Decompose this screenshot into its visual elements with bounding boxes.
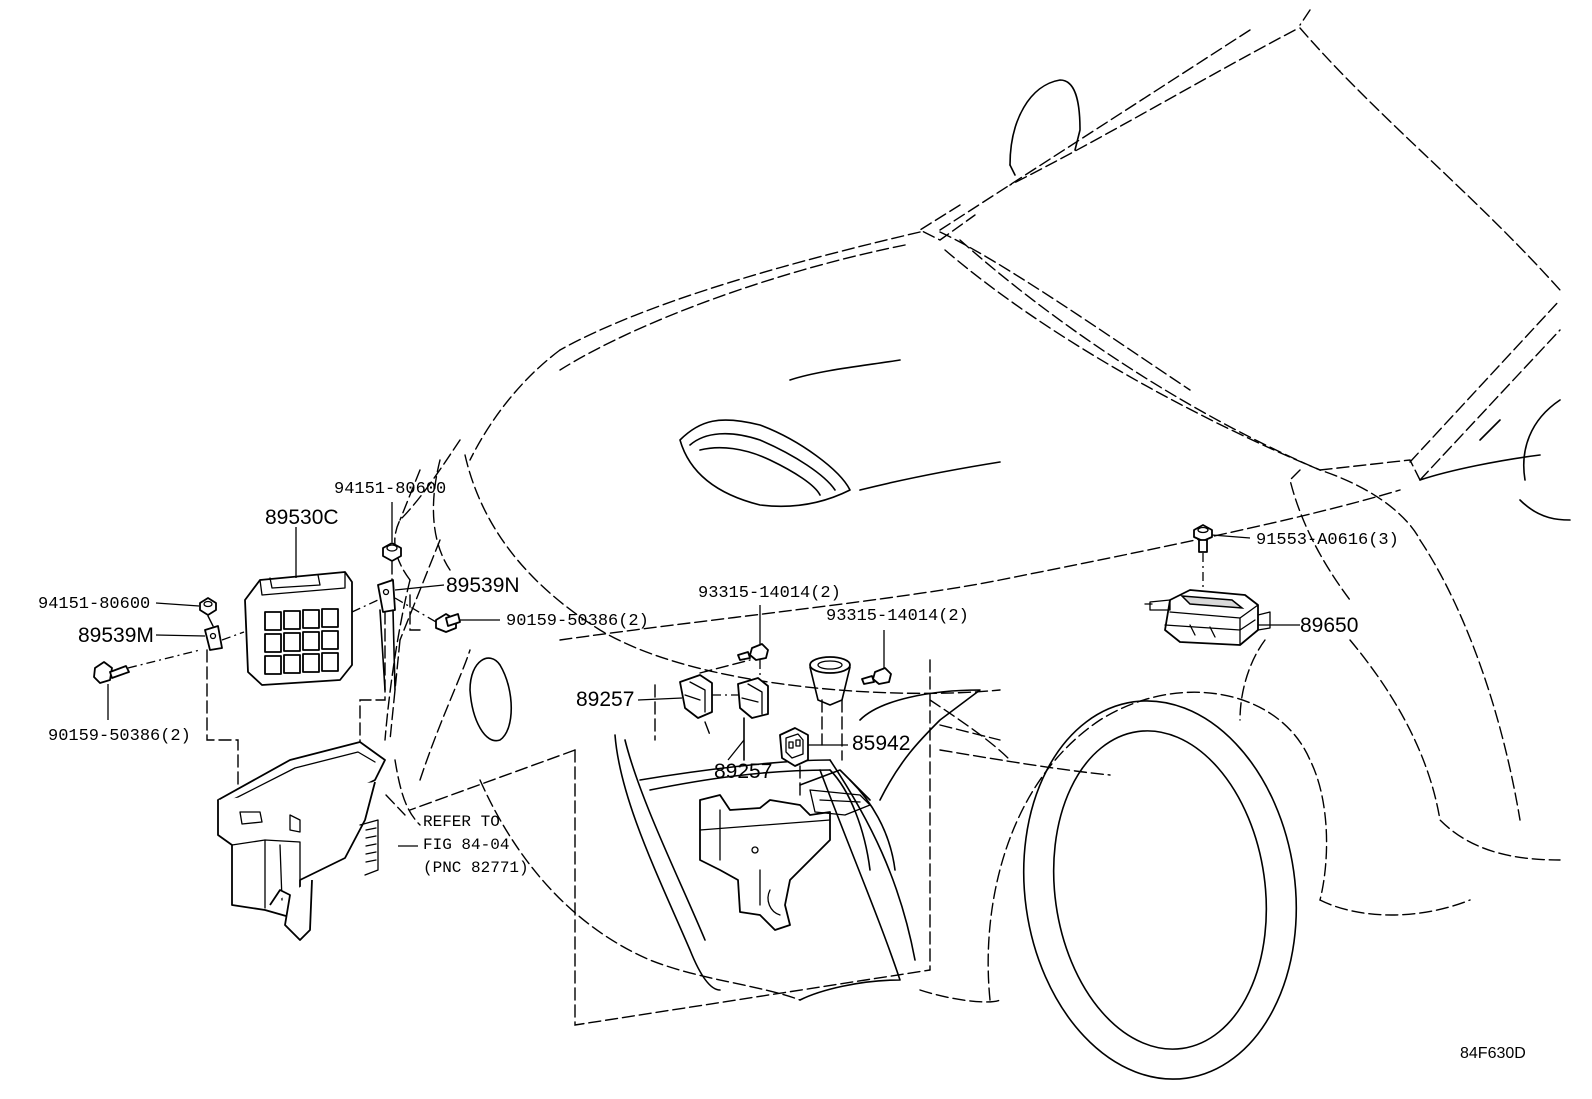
label-bracket-89539m: 89539M [78, 624, 154, 647]
label-nut-left: 94151-80600 [38, 595, 150, 614]
ecu-housing [217, 741, 386, 941]
leader-lines [107, 502, 1300, 847]
front-sensor-assembly [409, 643, 931, 1026]
figure-code: 84F630D [1460, 1045, 1526, 1062]
label-radar-89650: 89650 [1300, 614, 1358, 637]
bracket-89539n [377, 579, 396, 613]
label-bracket-89257-a: 89257 [576, 688, 634, 711]
nut-upper-icon [382, 542, 402, 562]
label-bolt-lower: 90159-50386(2) [48, 727, 191, 746]
bracket-89257-a [679, 674, 713, 719]
sensor-mount-cylinder [809, 656, 851, 706]
reference-line-3: (PNC 82771) [423, 859, 529, 877]
label-sensor-85942: 85942 [852, 732, 910, 755]
bolt-right-icon [1193, 524, 1213, 553]
reference-line-2: FIG 84-04 [423, 836, 509, 854]
bracket-89257-b [737, 677, 769, 719]
screw-upper-right-icon [861, 667, 892, 685]
radar-module-assembly [1144, 524, 1271, 721]
callout-labels: 94151-80600 89530C 94151-80600 89539N 89… [38, 480, 1399, 783]
label-ecu-89530c: 89530C [265, 506, 339, 529]
label-nut-upper: 94151-80600 [334, 480, 446, 499]
label-bolt-upper: 90159-50386(2) [506, 612, 649, 631]
label-bracket-89539n: 89539N [446, 574, 520, 597]
bolt-upper-icon [435, 613, 461, 633]
ecu-89530c [244, 571, 353, 686]
sensor-85942 [779, 727, 809, 767]
car-body-outline [384, 9, 1571, 1080]
reference-line-1: REFER TO [423, 813, 500, 831]
radar-module-89650 [1144, 589, 1271, 646]
nut-left-icon [199, 597, 217, 616]
ecu-connector-grid [264, 608, 339, 675]
lower-bracket [699, 789, 871, 931]
reference-note: REFER TO FIG 84-04 (PNC 82771) [423, 813, 529, 877]
label-bolt-right: 91553-A0616(3) [1256, 531, 1399, 550]
screw-upper-left-icon [737, 643, 769, 661]
label-bracket-89257-b: 89257 [714, 760, 772, 783]
label-screw-upper-left: 93315-14014(2) [698, 584, 841, 603]
ecu-assembly [93, 542, 461, 941]
label-screw-upper-right: 93315-14014(2) [826, 607, 969, 626]
bolt-lower-icon [93, 661, 130, 684]
